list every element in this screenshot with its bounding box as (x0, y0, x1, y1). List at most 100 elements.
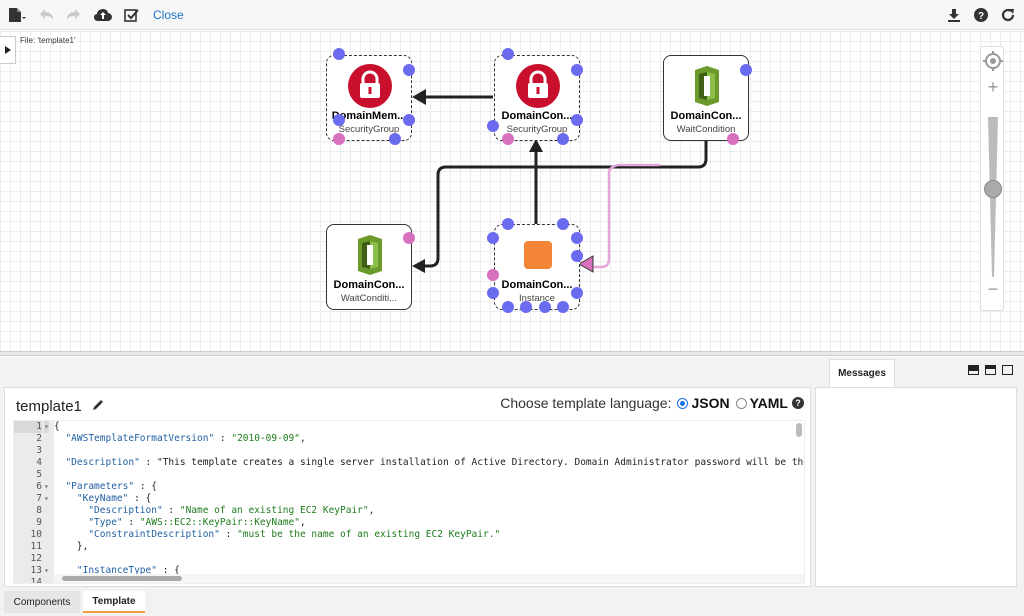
security-group-icon (516, 64, 560, 108)
yaml-radio[interactable] (735, 397, 747, 409)
port[interactable] (727, 133, 739, 145)
port[interactable] (520, 301, 532, 313)
template-language-chooser: Choose template language: JSON YAML ? (500, 395, 804, 411)
zoom-out-button[interactable]: − (987, 279, 999, 299)
node-domaincon-waitcondition[interactable]: DomainCon... WaitCondition (663, 55, 749, 141)
svg-text:?: ? (978, 11, 984, 22)
code-line: 8 "Description" : "Name of an existing E… (14, 505, 804, 517)
zoom-in-button[interactable]: + (987, 77, 999, 97)
line-number: 9 (36, 517, 42, 528)
panel-splitter[interactable] (0, 351, 1024, 356)
template-title: template1 (16, 398, 82, 415)
fold-toggle[interactable]: ▾ (44, 494, 49, 503)
code-editor[interactable]: 1▾{2 "AWSTemplateFormatVersion" : "2010-… (13, 420, 805, 584)
port[interactable] (403, 64, 415, 76)
zoom-control: + − (980, 46, 1004, 311)
port[interactable] (487, 269, 499, 281)
fold-toggle[interactable]: ▾ (44, 421, 49, 433)
zoom-fit-button[interactable] (983, 51, 1003, 74)
tab-components[interactable]: Components (4, 591, 80, 613)
node-type: Instance (519, 293, 555, 304)
validate-button[interactable] (123, 5, 139, 25)
port[interactable] (571, 114, 583, 126)
json-label[interactable]: JSON (691, 395, 730, 411)
code-text: "Type" : "AWS::EC2::KeyPair::KeyName", (88, 517, 306, 528)
port[interactable] (539, 301, 551, 313)
line-number: 6 (36, 481, 42, 492)
arrowhead-waitcondition (412, 259, 425, 273)
layout-full-icon[interactable] (1002, 365, 1013, 375)
code-line: 7▾ "KeyName" : { (14, 493, 804, 505)
port[interactable] (333, 114, 345, 126)
target-icon (983, 51, 1003, 71)
node-domainmem-securitygroup[interactable]: DomainMem... SecurityGroup (326, 55, 412, 141)
language-help-icon[interactable]: ? (792, 397, 804, 409)
port[interactable] (502, 218, 514, 230)
port[interactable] (403, 114, 415, 126)
layout-bottom-icon[interactable] (968, 365, 979, 375)
wait-condition-icon (695, 66, 719, 106)
port[interactable] (557, 218, 569, 230)
port[interactable] (487, 232, 499, 244)
file-menu-button[interactable] (6, 5, 28, 25)
port[interactable] (557, 133, 569, 145)
port[interactable] (403, 232, 415, 244)
code-text: }, (54, 541, 89, 552)
undo-button[interactable] (38, 5, 54, 25)
redo-button[interactable] (66, 5, 82, 25)
port[interactable] (571, 287, 583, 299)
port[interactable] (502, 301, 514, 313)
line-number: 12 (30, 553, 42, 564)
download-button[interactable] (946, 5, 962, 25)
port[interactable] (487, 287, 499, 299)
port[interactable] (571, 250, 583, 262)
line-number: 1 (14, 421, 42, 433)
node-domaincon-waitcondition-2[interactable]: DomainCon... WaitConditi... (326, 224, 412, 310)
node-domaincon-securitygroup[interactable]: DomainCon... SecurityGroup (494, 55, 580, 141)
code-line: 11 }, (14, 541, 804, 553)
port[interactable] (502, 133, 514, 145)
port[interactable] (333, 133, 345, 145)
fold-toggle[interactable]: ▾ (44, 566, 49, 575)
tab-messages[interactable]: Messages (829, 359, 895, 387)
node-name: DomainCon... (501, 279, 573, 291)
upload-button[interactable] (94, 5, 112, 25)
node-domaincon-instance[interactable]: DomainCon... Instance (494, 224, 580, 310)
expand-panel-toggle[interactable] (0, 36, 16, 64)
port[interactable] (487, 120, 499, 132)
edge-pink-link (594, 163, 660, 269)
port[interactable] (502, 48, 514, 60)
port[interactable] (557, 301, 569, 313)
edit-title-button[interactable] (92, 399, 104, 414)
help-button[interactable]: ? (973, 5, 989, 25)
zoom-slider-thumb[interactable] (984, 180, 1002, 198)
fold-toggle[interactable]: ▾ (44, 482, 49, 491)
node-type: SecurityGroup (506, 124, 568, 135)
code-text: "ConstraintDescription" : "must be the n… (88, 529, 501, 540)
refresh-button[interactable] (1000, 5, 1016, 25)
horizontal-scroll-thumb[interactable] (62, 576, 182, 581)
close-button[interactable]: Close (153, 8, 184, 22)
json-radio[interactable] (677, 397, 689, 409)
port[interactable] (571, 64, 583, 76)
validate-icon (123, 8, 139, 22)
horizontal-scrollbar[interactable] (54, 574, 804, 583)
port[interactable] (571, 232, 583, 244)
vertical-scrollbar[interactable] (796, 423, 802, 437)
design-canvas[interactable]: File: 'template1' DomainMem... SecurityG… (0, 31, 1024, 351)
port[interactable] (740, 64, 752, 76)
yaml-label[interactable]: YAML (749, 395, 788, 411)
tab-template[interactable]: Template (83, 591, 145, 613)
undo-icon (40, 9, 53, 20)
caret-right-icon (4, 46, 11, 54)
layout-split-icon[interactable] (985, 365, 996, 375)
port[interactable] (333, 48, 345, 60)
line-number: 8 (36, 505, 42, 516)
node-name: DomainCon... (670, 110, 742, 122)
port[interactable] (389, 133, 401, 145)
line-gutter (14, 421, 54, 583)
redo-icon (67, 9, 80, 20)
code-text: "Description" : "Name of an existing EC2… (88, 505, 375, 516)
code-text: "Parameters" : { (65, 481, 157, 492)
file-icon (9, 8, 26, 22)
